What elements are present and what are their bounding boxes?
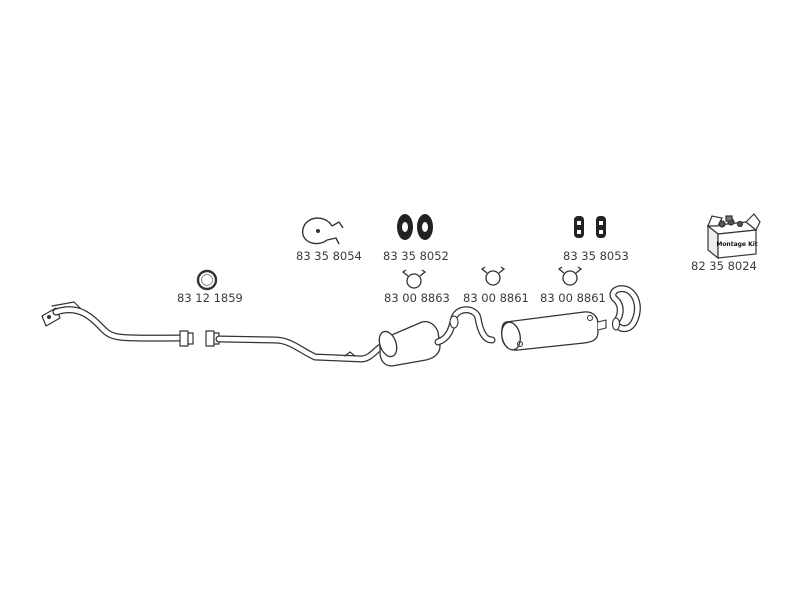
front-pipe — [52, 306, 188, 342]
rubber-mount-double-part — [397, 214, 433, 240]
clamp-middle-part — [480, 266, 506, 286]
label-hanger-ring: 83 35 8054 — [296, 249, 362, 263]
label-rubber-mount-double: 83 35 8052 — [383, 249, 449, 263]
rubber-mount-small-part — [574, 216, 606, 238]
label-clamp-middle: 83 00 8861 — [463, 291, 529, 305]
label-mounting-kit: 82 35 8024 — [691, 259, 757, 273]
label-rubber-mount-small: 83 35 8053 — [563, 249, 629, 263]
front-flange — [41, 301, 83, 327]
label-clamp-rear: 83 00 8861 — [540, 291, 606, 305]
label-gasket-ring: 83 12 1859 — [177, 291, 243, 305]
mounting-kit-box-part: Montage Kit — [706, 213, 761, 260]
kit-box-text: Montage Kit — [716, 241, 757, 248]
hanger-ring-part — [302, 217, 344, 245]
front-pipe-flange — [179, 330, 194, 347]
clamp-rear-part — [557, 266, 583, 286]
front-silencer — [378, 320, 441, 367]
gasket-ring-part — [196, 269, 218, 291]
exhaust-line — [41, 285, 641, 367]
rear-silencer — [501, 311, 607, 351]
label-clamp-front: 83 00 8863 — [384, 291, 450, 305]
clamp-front-part — [401, 269, 427, 289]
